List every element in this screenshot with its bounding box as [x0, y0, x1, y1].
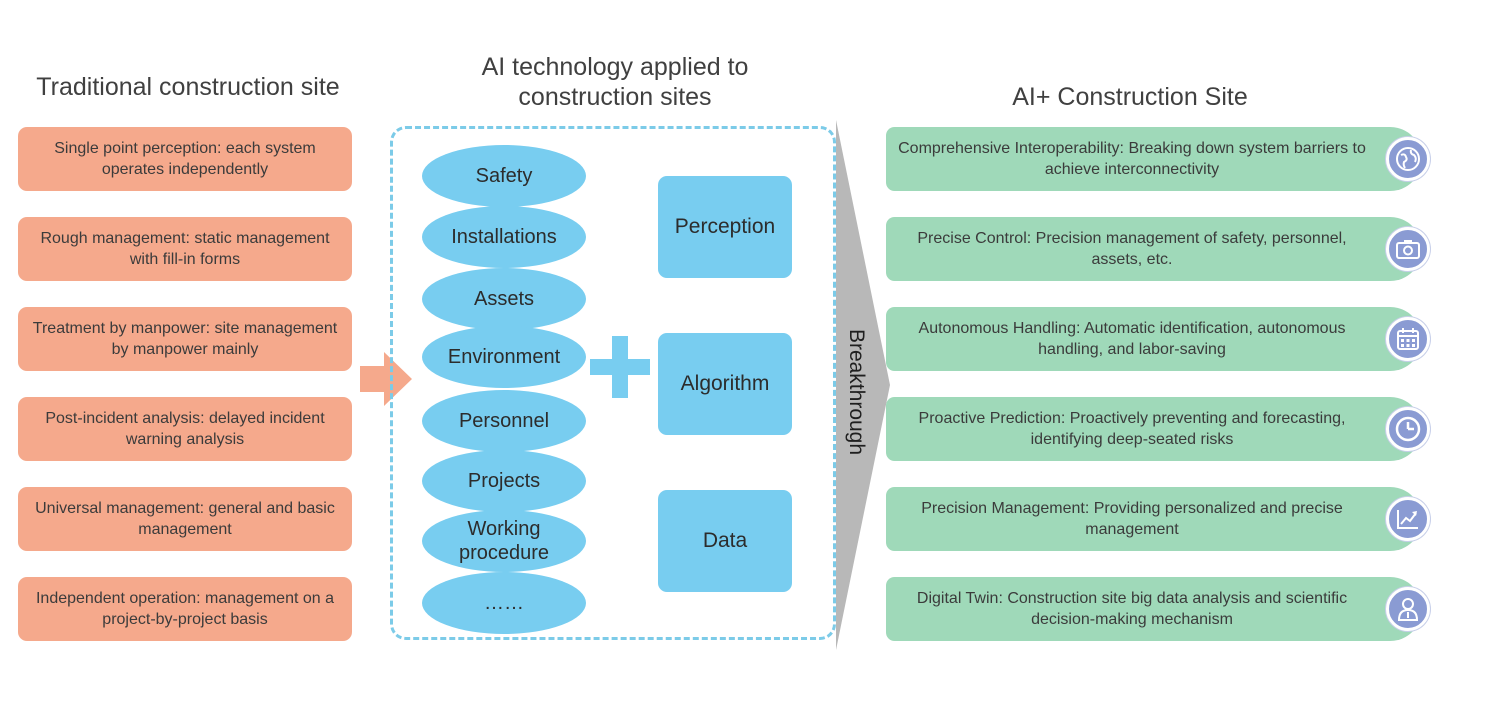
application-area: Environment	[422, 326, 586, 388]
calendar-icon	[1386, 317, 1430, 361]
application-area: Working procedure	[422, 510, 586, 572]
traditional-heading: Traditional construction site	[36, 73, 340, 101]
ai-technology-heading: AI technology applied to construction si…	[481, 53, 749, 111]
traditional-item: Independent operation: management on a p…	[18, 577, 352, 641]
plus-icon	[590, 336, 650, 398]
traditional-item: Rough management: static management with…	[18, 217, 352, 281]
flow-arrow-icon	[360, 352, 412, 406]
ai-capability: Perception	[658, 176, 792, 278]
ai-plus-item: Comprehensive Interoperability: Breaking…	[886, 127, 1430, 191]
traditional-item: Post-incident analysis: delayed incident…	[18, 397, 352, 461]
ai-plus-heading: AI+ Construction Site	[1012, 83, 1248, 111]
camera-icon	[1386, 227, 1430, 271]
traditional-item: Single point perception: each system ope…	[18, 127, 352, 191]
application-area: Personnel	[422, 390, 586, 452]
ai-plus-item: Precision Management: Providing personal…	[886, 487, 1430, 551]
ai-plus-item: Autonomous Handling: Automatic identific…	[886, 307, 1430, 371]
ai-capability: Algorithm	[658, 333, 792, 435]
ai-plus-item: Proactive Prediction: Proactively preven…	[886, 397, 1430, 461]
application-area: Assets	[422, 268, 586, 330]
ai-technology-container	[390, 126, 836, 640]
ai-plus-item: Digital Twin: Construction site big data…	[886, 577, 1430, 641]
breakthrough-label: Breakthrough	[845, 328, 868, 456]
globe-icon	[1386, 137, 1430, 181]
ai-plus-item: Precise Control: Precision management of…	[886, 217, 1430, 281]
application-area: Installations	[422, 206, 586, 268]
ai-plus-item-text: Digital Twin: Construction site big data…	[916, 590, 1348, 628]
ai-plus-item-text: Autonomous Handling: Automatic identific…	[918, 320, 1346, 358]
chart-icon	[1386, 497, 1430, 541]
user-icon	[1386, 587, 1430, 631]
ai-plus-item-text: Precision Management: Providing personal…	[921, 500, 1343, 538]
ai-capability: Data	[658, 490, 792, 592]
ai-plus-item-text: Precise Control: Precision management of…	[917, 230, 1347, 268]
traditional-item: Universal management: general and basic …	[18, 487, 352, 551]
breakthrough-chevron	[836, 120, 890, 650]
ai-plus-item-text: Comprehensive Interoperability: Breaking…	[898, 140, 1366, 178]
traditional-item: Treatment by manpower: site management b…	[18, 307, 352, 371]
application-area: ……	[422, 572, 586, 634]
application-area: Projects	[422, 450, 586, 512]
ai-plus-item-text: Proactive Prediction: Proactively preven…	[918, 410, 1346, 448]
clock-icon	[1386, 407, 1430, 451]
application-area: Safety	[422, 145, 586, 207]
